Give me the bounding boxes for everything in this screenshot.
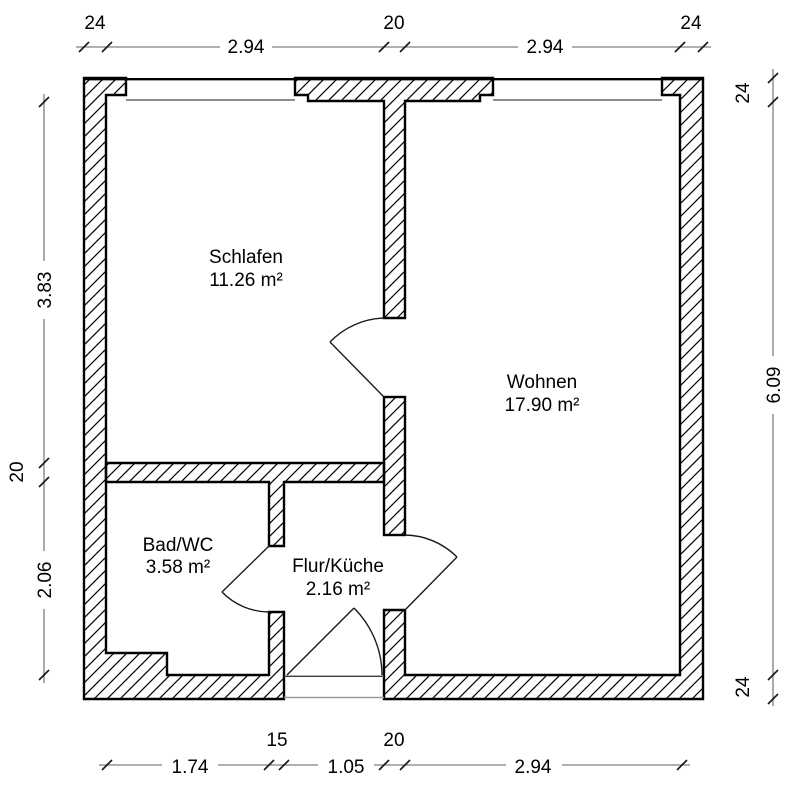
dimension-top: 24 2.94 20 2.94 24 (76, 13, 711, 58)
door-entrance-arc (353, 607, 383, 676)
door-bad-arc (221, 591, 270, 613)
room-bad-name: Bad/WC (143, 535, 214, 556)
dimension-bottom: 15 20 1.74 1.05 2.94 (99, 730, 690, 778)
dim-tick (101, 759, 113, 771)
dim-label-top-294-right: 2.94 (527, 37, 564, 58)
dim-tick (101, 41, 113, 53)
dim-label-right-24-bottom: 24 (733, 676, 754, 698)
dim-tick (38, 96, 50, 108)
dim-label-top-294-left: 2.94 (228, 37, 265, 58)
dim-label-bottom-15: 15 (266, 730, 287, 751)
dim-tick (767, 669, 779, 681)
dim-label-bottom-174: 1.74 (172, 757, 209, 778)
wall-mass-left (82, 76, 286, 701)
wall-mass-interior-horizontal (104, 461, 386, 548)
dim-label-left-206: 2.06 (35, 562, 56, 599)
dim-label-top-24-right: 24 (680, 13, 702, 34)
dim-tick (767, 96, 779, 108)
wall-interior-vertical-middle (382, 395, 407, 537)
door-entrance-leaf (286, 607, 355, 676)
doors (221, 317, 458, 676)
room-bad-area: 3.58 m² (146, 557, 210, 578)
dimension-right: 24 6.09 24 (733, 69, 785, 706)
dim-tick (278, 759, 290, 771)
dim-label-right-24-top: 24 (733, 82, 754, 104)
dimension-left: 3.83 20 2.06 (7, 94, 56, 683)
room-wohnen-name: Wohnen (507, 372, 577, 393)
dim-tick (38, 476, 50, 488)
room-schlafen-name: Schlafen (209, 247, 283, 268)
dim-tick (767, 693, 779, 705)
windows (84, 77, 703, 699)
dim-tick (378, 759, 390, 771)
dim-tick (399, 41, 411, 53)
dim-label-left-20: 20 (7, 461, 28, 482)
dim-tick (263, 759, 275, 771)
dim-label-bottom-20: 20 (383, 730, 404, 751)
wall-mass-top-pier (293, 76, 495, 320)
dim-tick (697, 41, 709, 53)
dim-label-bottom-294: 2.94 (515, 757, 552, 778)
walls (82, 76, 705, 701)
dim-tick (38, 457, 50, 469)
door-flur-wohnen-leaf (404, 556, 458, 611)
dim-tick (38, 669, 50, 681)
door-schlafen-leaf (329, 341, 385, 398)
dim-label-right-609: 6.09 (764, 367, 785, 404)
dim-label-bottom-105: 1.05 (328, 757, 365, 778)
room-flur-area: 2.16 m² (306, 579, 370, 600)
door-flur-wohnen-arc (404, 534, 458, 558)
door-schlafen-arc (329, 317, 385, 343)
dim-label-left-383: 3.83 (35, 272, 56, 309)
door-bad-leaf (221, 545, 270, 593)
room-schlafen-area: 11.26 m² (209, 270, 283, 291)
dim-tick (674, 41, 686, 53)
room-labels: Schlafen 11.26 m² Wohnen 17.90 m² Bad/WC… (143, 247, 580, 600)
room-wohnen-area: 17.90 m² (505, 395, 580, 416)
dim-tick (78, 41, 90, 53)
dim-label-top-24-left: 24 (84, 13, 106, 34)
dim-tick (399, 759, 411, 771)
dim-tick (767, 72, 779, 84)
dim-tick (378, 41, 390, 53)
room-flur-name: Flur/Küche (292, 556, 384, 577)
dim-label-top-20: 20 (383, 13, 404, 34)
dim-tick (676, 759, 688, 771)
